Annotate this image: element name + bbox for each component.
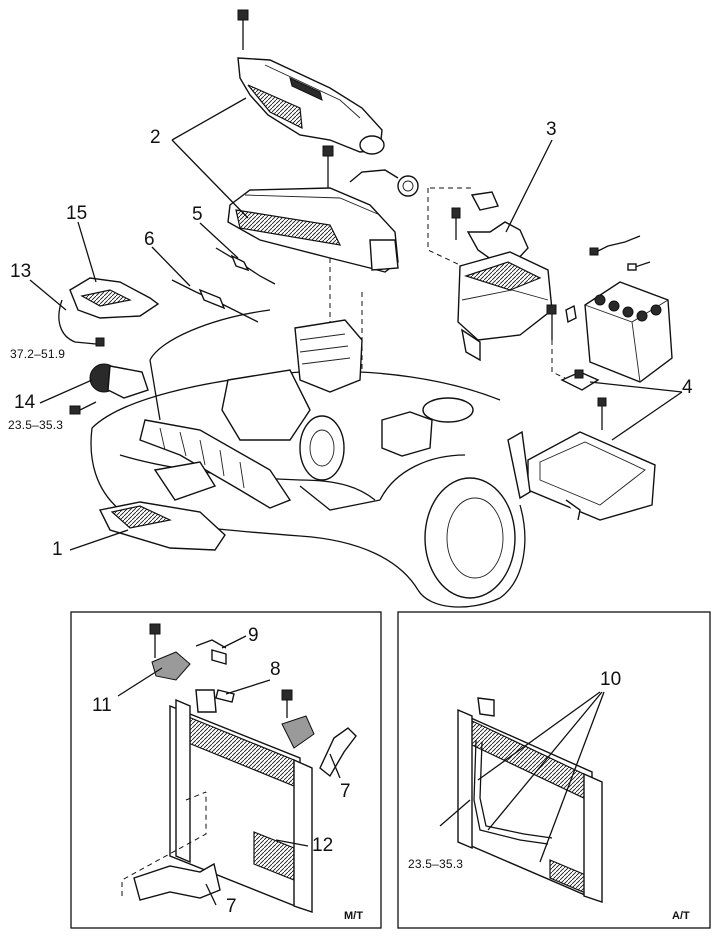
battery-cable-parts [546, 235, 651, 340]
at-panel-label: A/T [672, 910, 690, 922]
at-panel [397, 611, 711, 929]
battery-tray [507, 340, 656, 521]
intake-hose-front [139, 419, 292, 509]
callout-9: 9 [248, 625, 259, 646]
air-intake-duct-upper [237, 9, 385, 155]
torque-spec-13: 37.2–51.9 [10, 347, 66, 361]
callout-4: 4 [682, 377, 693, 398]
callout-3: 3 [546, 119, 557, 140]
callout-5: 5 [192, 204, 203, 225]
callout-2: 2 [150, 127, 161, 148]
air-cleaner-assembly [427, 187, 553, 362]
torque-spec-at: 23.5–35.3 [408, 857, 464, 871]
callout-15: 15 [66, 203, 88, 224]
callout-8: 8 [270, 659, 281, 680]
mt-panel [70, 611, 382, 929]
engine-under-cover [98, 501, 226, 551]
callout-7-upper: 7 [340, 781, 351, 802]
callout-6: 6 [144, 229, 155, 250]
bracket-assembly-15 [58, 277, 160, 347]
engine-block [221, 258, 474, 481]
callout-12: 12 [312, 835, 334, 856]
battery [584, 281, 673, 383]
leader-lines-upper [29, 97, 683, 551]
callout-1: 1 [52, 539, 63, 560]
callout-11: 11 [92, 695, 112, 716]
torque-spec-14: 23.5–35.3 [8, 418, 64, 432]
control-cables [171, 247, 276, 323]
callout-10: 10 [600, 669, 622, 690]
air-intake-duct-lower [227, 145, 419, 273]
callout-14: 14 [14, 392, 36, 413]
pump-assembly-14 [69, 363, 149, 415]
mt-panel-label: M/T [344, 910, 363, 922]
callout-13: 13 [10, 261, 32, 282]
callout-7-lower: 7 [226, 896, 237, 917]
